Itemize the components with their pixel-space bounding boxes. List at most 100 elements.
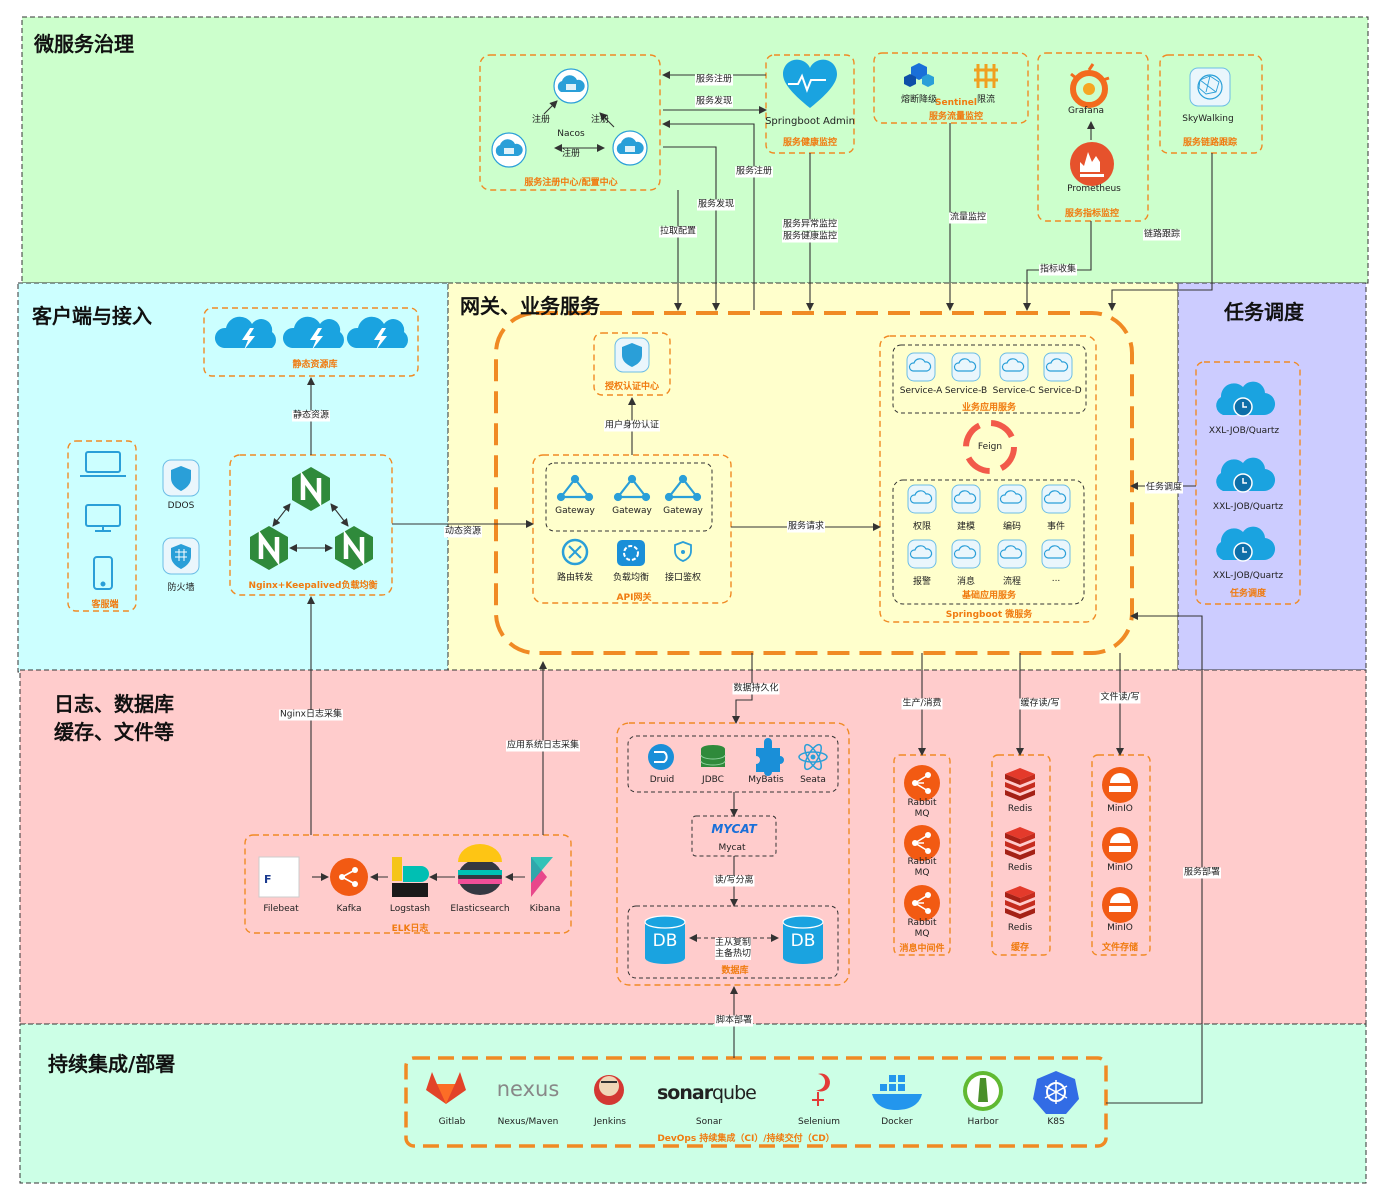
ddos-label: DDOS (167, 501, 195, 511)
service-label: Service-B (944, 386, 988, 396)
edge-label: 主从复制 (714, 938, 752, 949)
sentinel-name: Sentinel (935, 98, 977, 108)
cicd-caption: DevOps 持续集成（CI）/持续交付（CD） (657, 1134, 835, 1144)
nexus-logo: nexus (496, 1077, 560, 1101)
job-label: XXL-JOB/Quartz (1212, 502, 1284, 512)
gateway-feature-label: 路由转发 (556, 573, 594, 583)
edge-label: 生产/消费 (901, 698, 943, 710)
edge-label: 服务部署 (1182, 867, 1222, 879)
cicd-tool-label: Harbor (967, 1117, 999, 1127)
auth-shield-icon (614, 337, 650, 373)
elk-label: Elasticsearch (450, 904, 510, 914)
section-title-governance: 微服务治理 (34, 32, 134, 56)
elk-icon (258, 844, 553, 898)
minio-label: MinIO (1107, 804, 1133, 814)
edge-label: Nginx日志采集 (279, 709, 343, 721)
edge-label: 服务异常监控 (781, 219, 839, 231)
springboot-caption: Springboot 微服务 (945, 610, 1033, 620)
edge-label: 服务健康监控 (781, 231, 839, 243)
gateway-feature-label: 负载均衡 (612, 573, 650, 583)
cicd-tool-label: Sonar (695, 1117, 723, 1127)
db-label: DB (790, 931, 816, 951)
edge-label: 服务注册 (694, 74, 734, 86)
skywalking-label: SkyWalking (1182, 114, 1234, 124)
edge-label: 读/写分离 (713, 875, 755, 887)
heart-monitor-icon (783, 59, 837, 108)
client-device-icon (80, 451, 126, 590)
nacos-caption: 服务注册中心/配置中心 (524, 178, 618, 188)
edge-label: 动态资源 (443, 526, 483, 538)
minio-label: MinIO (1107, 863, 1133, 873)
elk-caption: ELK日志 (391, 924, 429, 934)
elk-label: Kafka (336, 904, 362, 914)
redis-label: Redis (1007, 923, 1033, 933)
service-label: Service-C (992, 386, 1036, 396)
metrics-caption: 服务指标监控 (1064, 209, 1120, 219)
cicd-tool-label: K8S (1047, 1117, 1065, 1127)
section-title-gateway: 网关、业务服务 (460, 294, 600, 318)
sentinel-degrade-label: 熔断降级 (900, 95, 938, 105)
gateway-feature-label: 接口鉴权 (664, 573, 702, 583)
static-resource-cloud-icon (214, 316, 408, 350)
redis-label: Redis (1007, 804, 1033, 814)
nginx-caption: Nginx+Keepalived负载均衡 (248, 581, 378, 591)
edge-label-register: 注册 (561, 149, 581, 159)
edge-label: 脚本部署 (714, 1015, 754, 1027)
edge-label: 缓存读/写 (1019, 698, 1061, 710)
edge-label: 服务请求 (786, 521, 826, 533)
firewall-label: 防火墙 (167, 583, 195, 593)
job-label: XXL-JOB/Quartz (1212, 571, 1284, 581)
base-service-label: 流程 (1002, 577, 1022, 587)
filebeat-logo-mark: F (264, 873, 272, 886)
gateway-node-label: Gateway (612, 506, 652, 516)
static-resource-caption: 静态资源库 (292, 360, 338, 370)
job-label: XXL-JOB/Quartz (1208, 426, 1280, 436)
base-service-label: 事件 (1046, 522, 1066, 532)
edge-label: 主备热切 (714, 949, 752, 960)
redis-label: Redis (1007, 863, 1033, 873)
gateway-node-label: Gateway (663, 506, 703, 516)
db-label: DB (652, 931, 678, 951)
edge-label-register: 注册 (531, 115, 551, 125)
edge-label: 服务发现 (696, 199, 736, 211)
edge-label: 链路跟踪 (1142, 229, 1182, 241)
service-label: Service-A (899, 386, 943, 396)
skywalking-caption: 服务链路跟踪 (1182, 138, 1238, 148)
section-title-client: 客户端与接入 (32, 304, 152, 328)
base-service-label: ... (1051, 574, 1061, 584)
gateway-icon (556, 474, 702, 502)
auth-caption: 授权认证中心 (604, 382, 660, 392)
inner-boxes (545, 344, 1087, 979)
ddos-shield-icon (162, 459, 200, 575)
cache-caption: 缓存 (1010, 943, 1030, 953)
feign-label: Feign (977, 442, 1003, 452)
edge-label: 文件读/写 (1099, 692, 1141, 704)
cicd-tool-label: Docker (881, 1117, 913, 1127)
springboot-admin-caption: 服务健康监控 (782, 138, 838, 148)
section-title-storage-line1: 日志、数据库 (54, 692, 174, 716)
base-service-label: 消息 (956, 577, 976, 587)
elk-label: Filebeat (263, 904, 299, 914)
rabbitmq-icon (903, 764, 941, 922)
edge-label: 数据持久化 (732, 683, 780, 695)
elk-label: Logstash (389, 904, 431, 914)
base-service-label: 建模 (956, 522, 976, 532)
mycat-logo: MYCAT (711, 822, 757, 836)
db-lib-icon (648, 738, 828, 776)
section-title-cicd: 持续集成/部署 (48, 1052, 176, 1076)
cicd-outer-container (404, 1056, 1108, 1148)
db-lib-label: MyBatis (748, 775, 784, 785)
edge-label: 静态资源 (291, 410, 331, 422)
sonar-logo-b: qube (712, 1082, 757, 1104)
nacos-label: Nacos (557, 129, 585, 139)
files-caption: 文件存储 (1101, 943, 1139, 953)
gateway-feature-icon (561, 538, 692, 566)
springboot-admin-label: Springboot Admin (765, 116, 855, 127)
cicd-tool-label: Nexus/Maven (497, 1117, 559, 1127)
edge-label-register: 注册 (590, 115, 610, 125)
edge-label: 用户身份认证 (603, 420, 661, 432)
sonar-logo-a: sonar (657, 1082, 713, 1104)
elk-label: Kibana (529, 904, 561, 914)
base-service-label: 报警 (912, 577, 932, 587)
